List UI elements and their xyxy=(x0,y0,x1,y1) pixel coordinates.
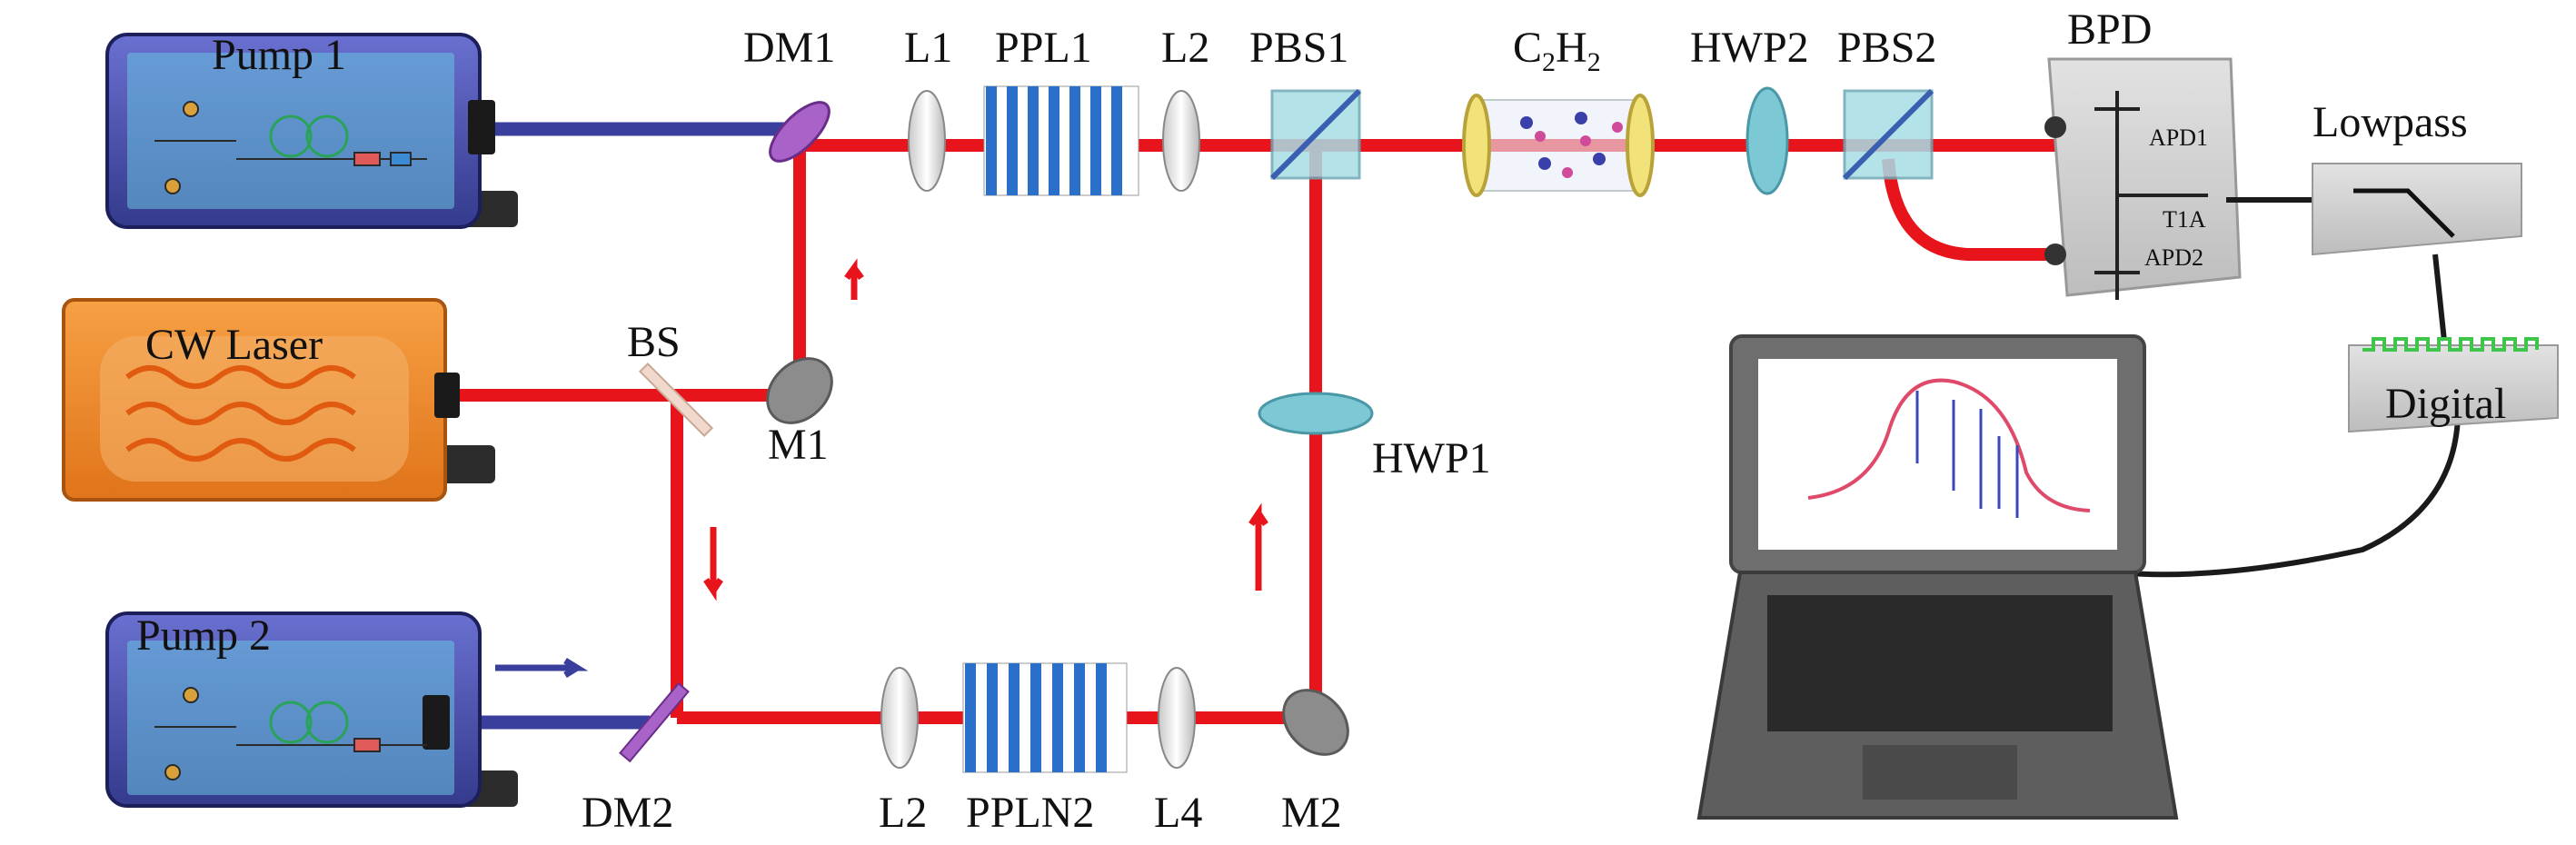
l4-lens: L4 xyxy=(1154,667,1202,837)
m1-label: M1 xyxy=(768,421,829,469)
signal-cables xyxy=(2116,197,2461,578)
ppln2-label: PPLN2 xyxy=(966,789,1094,837)
arrow-pump2 xyxy=(495,658,589,678)
arrow-up-left xyxy=(844,258,864,300)
pump1-module: Pump 1 xyxy=(105,31,518,229)
lowpass-label: Lowpass xyxy=(2312,98,2468,146)
fiber-schematic-icon xyxy=(154,101,427,194)
ppl1-label: PPL1 xyxy=(995,24,1092,72)
hwp1-plate: HWP1 xyxy=(1258,392,1491,482)
dm1-mirror: DM1 xyxy=(743,24,835,163)
l1-label: L1 xyxy=(904,24,952,72)
l2-bottom-label: L2 xyxy=(879,789,927,837)
ppl1-crystal: PPL1 xyxy=(983,24,1139,196)
digital-label: Digital xyxy=(2385,380,2506,428)
t1a-label: T1A xyxy=(2163,206,2206,233)
arrow-down-left xyxy=(703,527,723,601)
bs-splitter: BS xyxy=(627,318,714,438)
wave-icon xyxy=(125,365,356,462)
hwp1-label: HWP1 xyxy=(1372,434,1491,482)
digital-module: Digital xyxy=(2348,337,2559,433)
c2h2-gas-cell: C2H2 xyxy=(1462,24,1655,197)
fiber-schematic-icon xyxy=(154,687,427,780)
lowpass-filter: Lowpass xyxy=(2312,98,2522,256)
pump2-label: Pump 2 xyxy=(136,611,271,660)
pbs1-label: PBS1 xyxy=(1249,24,1348,72)
ppln2-crystal: PPLN2 xyxy=(962,662,1128,837)
dm1-label: DM1 xyxy=(743,24,835,72)
dm2-label: DM2 xyxy=(582,789,673,837)
apd1-label: APD1 xyxy=(2149,124,2208,151)
cw-laser-label: CW Laser xyxy=(145,321,323,369)
l2-bottom-lens: L2 xyxy=(879,667,927,837)
pump2-module: Pump 2 xyxy=(105,611,518,808)
l2-top-lens: L2 xyxy=(1161,24,1209,192)
laptop-icon xyxy=(1696,334,2179,820)
bpd-detector: APD1 T1A APD2 BPD xyxy=(2044,5,2242,300)
arrow-up-right xyxy=(1248,502,1268,591)
cw-laser-module: CW Laser xyxy=(62,298,495,502)
m2-mirror: M2 xyxy=(1281,689,1349,837)
c2h2-label: C2H2 xyxy=(1513,24,1601,77)
hwp2-plate: HWP2 xyxy=(1690,24,1809,195)
m2-label: M2 xyxy=(1281,789,1342,837)
pbs1-cube: PBS1 xyxy=(1249,24,1362,181)
l2-top-label: L2 xyxy=(1161,24,1209,72)
pbs2-cube: PBS2 xyxy=(1837,24,1936,181)
m1-mirror: M1 xyxy=(766,357,833,469)
l1-lens: L1 xyxy=(904,24,952,192)
hwp2-label: HWP2 xyxy=(1690,24,1809,72)
apd2-label: APD2 xyxy=(2144,244,2203,271)
dm2-mirror: DM2 xyxy=(582,681,690,837)
bs-label: BS xyxy=(627,318,681,366)
l4-label: L4 xyxy=(1154,789,1202,837)
bpd-label: BPD xyxy=(2067,5,2152,54)
pbs2-label: PBS2 xyxy=(1837,24,1936,72)
pump1-label: Pump 1 xyxy=(212,31,346,79)
